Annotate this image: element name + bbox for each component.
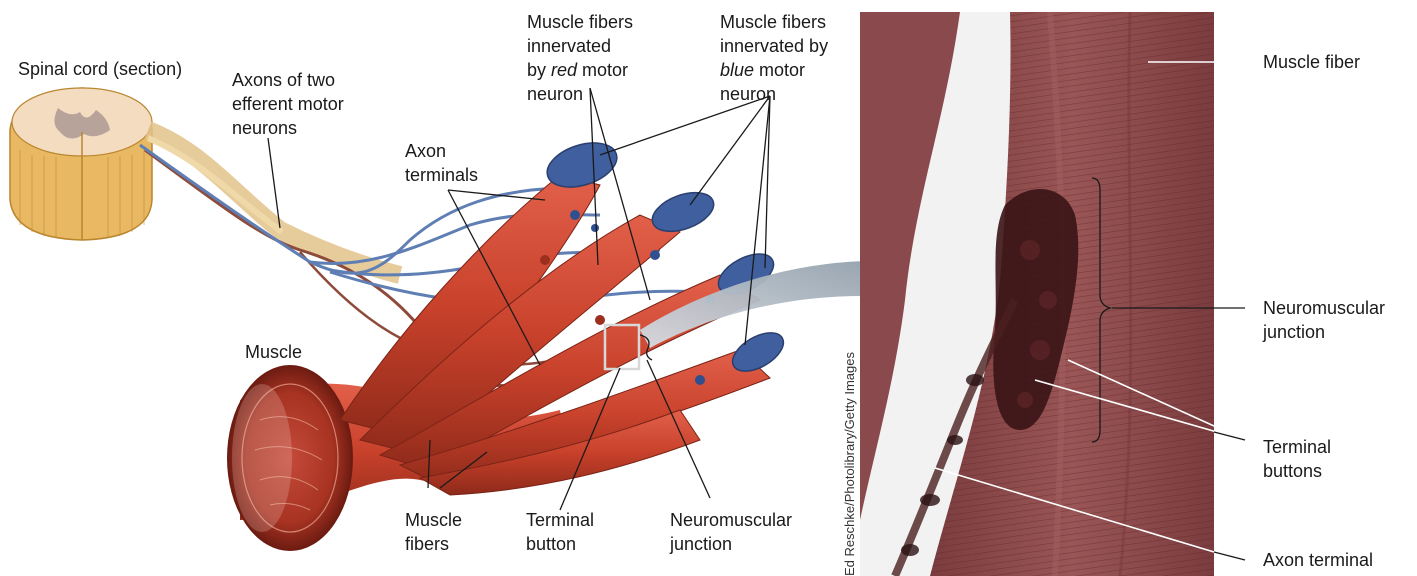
label-terminal-buttons: Terminal buttons bbox=[1263, 437, 1336, 481]
label-neuromuscular-junction-left: Neuromuscular junction bbox=[669, 510, 797, 554]
label-muscle: Muscle bbox=[245, 342, 302, 362]
label-axon-terminal: Axon terminal bbox=[1263, 550, 1373, 570]
label-axons-of-two-motor-neurons: Axons of two efferent motor neurons bbox=[232, 70, 349, 138]
micrograph-panel bbox=[860, 12, 1214, 576]
label-muscle-fiber: Muscle fiber bbox=[1263, 52, 1360, 72]
nerve-bundle bbox=[148, 130, 400, 275]
spinal-cord-section bbox=[10, 88, 152, 240]
label-neuromuscular-junction-right: Neuromuscular junction bbox=[1262, 298, 1390, 342]
illustration-panel bbox=[10, 88, 955, 550]
label-fibers-red-neuron: Muscle fibers innervated by red motor ne… bbox=[527, 12, 638, 104]
label-fibers-blue-neuron: Muscle fibers innervated by blue motor n… bbox=[720, 12, 833, 104]
label-terminal-button: Terminal button bbox=[526, 510, 599, 554]
label-muscle-fibers: Muscle fibers bbox=[405, 510, 467, 554]
label-axon-terminals: Axon terminals bbox=[405, 141, 478, 185]
photo-credit: Ed Reschke/Photolibrary/Getty Images bbox=[842, 352, 857, 576]
label-spinal-cord: Spinal cord (section) bbox=[18, 59, 182, 79]
